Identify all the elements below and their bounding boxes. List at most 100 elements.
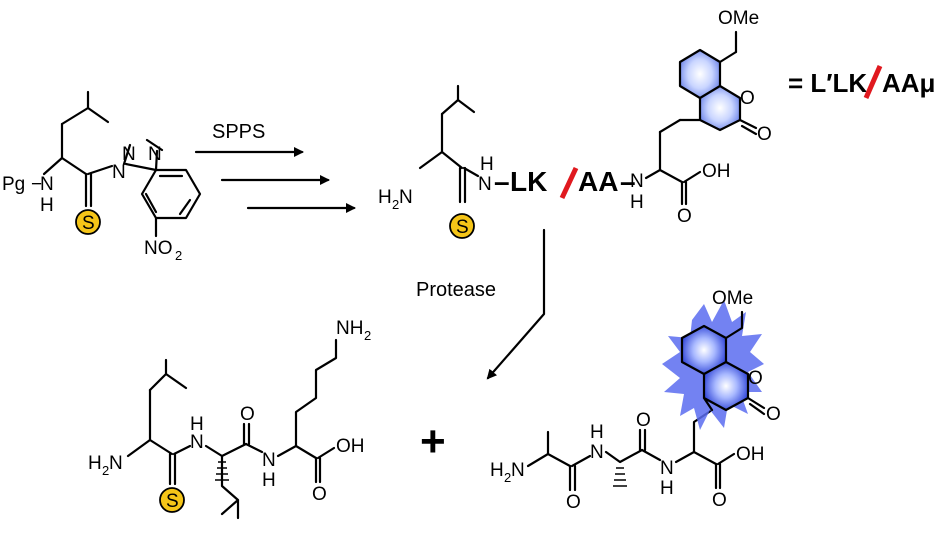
product1-lysine-chain <box>276 338 338 460</box>
equation-left: = L′LK <box>788 68 867 98</box>
reactant-sulfur-circle <box>75 209 101 235</box>
plus-sign: + <box>420 417 446 466</box>
intermediate-acid-o: O <box>677 206 692 227</box>
product2-nh2-n: N <box>660 458 674 479</box>
product2-carbonyl-o: O <box>766 404 781 425</box>
reactant-nh-h: H <box>40 195 54 216</box>
intermediate-carbonyl <box>738 118 758 136</box>
product2-amide-2 <box>640 448 662 462</box>
benzene-double-bonds <box>144 174 192 216</box>
intermediate-carbonyl-o: O <box>757 124 772 145</box>
triazole-n2: N <box>122 144 136 165</box>
product1-acid-oh: OH <box>336 436 365 457</box>
reactant-isobutyl <box>60 90 110 126</box>
product1-lys-amine-sub: 2 <box>364 328 371 343</box>
product2-amine-sub: 2 <box>504 470 511 485</box>
reactant-sulfur-label: S <box>82 213 95 234</box>
product2-acid-o: O <box>712 490 727 511</box>
intermediate-backbone <box>418 150 464 170</box>
product1-lys-amine: NH <box>336 318 363 339</box>
product2-carbonyl <box>746 396 766 416</box>
product2-amine-n: N <box>511 460 525 481</box>
product1-backbone <box>126 438 174 458</box>
triazole-n3: N <box>148 144 162 165</box>
product2-coumarin-alpha <box>674 408 718 466</box>
product2-nh-h: H <box>590 422 604 443</box>
product1-amine-h: H <box>88 453 102 474</box>
intermediate-coumarin-glow-a <box>680 50 720 98</box>
product2-carbonyl-2 <box>638 428 647 452</box>
cleavage-site-1 <box>559 166 579 200</box>
product1-nh-n: N <box>190 432 204 453</box>
intermediate-acid-bonds <box>680 170 702 206</box>
product1-nh-h: H <box>190 414 204 435</box>
product2-carbonyl-1 <box>568 454 592 492</box>
product2-methoxy-bond <box>724 310 744 340</box>
product2-nh-n: N <box>590 442 604 463</box>
product1-nh2-n: N <box>262 450 276 471</box>
product2-ala1 <box>526 430 572 468</box>
reactant-molecule: S Pg − N H N N N NO 2 <box>2 90 202 263</box>
product1-acid-bonds <box>314 446 336 484</box>
protease-arrow-path <box>486 228 546 380</box>
product1-amine-n: N <box>109 453 123 474</box>
sequence-left: LK <box>510 166 547 197</box>
product1-molecule: S H 2 N N H O N H OH O NH 2 <box>88 318 371 520</box>
intermediate-isobutyl <box>440 84 476 116</box>
intermediate-molecule: S H 2 N N H – LK AA – N H OH O OMe O O <box>378 8 772 239</box>
product2-ala2-wedge <box>613 467 627 487</box>
sequence-equation: = L′LK AAμ <box>788 64 935 100</box>
spps-label: SPPS <box>212 121 265 143</box>
product2-lactone-o: O <box>748 368 763 389</box>
product1-sulfur-label: S <box>166 491 179 512</box>
triazole-n1: N <box>112 162 126 183</box>
triazole-ring <box>122 138 164 172</box>
product2-acid-bonds <box>714 452 736 490</box>
product2-amine-h: H <box>490 460 504 481</box>
equation-right: AAμ <box>882 68 935 98</box>
intermediate-lactone-o: O <box>740 88 755 109</box>
sequence-right: AA <box>578 166 618 197</box>
intermediate-amine-h: H <box>378 187 392 208</box>
intermediate-nh-h: H <box>480 154 494 175</box>
intermediate-amine-n: N <box>399 187 413 208</box>
nitro-label: NO <box>144 238 173 259</box>
intermediate-methoxy-label: OMe <box>718 8 759 29</box>
intermediate-nh2-h: H <box>630 192 644 213</box>
intermediate-coumarin-alpha <box>644 130 684 184</box>
product2-methoxy-label: OMe <box>712 288 753 309</box>
intermediate-nh-n: N <box>478 174 492 195</box>
reactant-acyl-bond <box>86 164 114 176</box>
reactant-nh-n: N <box>40 174 54 195</box>
intermediate-amine-sub: 2 <box>392 197 399 212</box>
nitro-subscript: 2 <box>175 248 182 263</box>
reactant-thiocarbonyl <box>84 172 93 208</box>
product2-molecule: H 2 N O N H O N H OH O OMe O O <box>490 288 781 513</box>
product1-carbonyl <box>242 422 251 446</box>
intermediate-acid-oh: OH <box>702 161 731 182</box>
intermediate-amide-bond <box>462 166 480 178</box>
product1-leu2-backbone <box>204 442 248 458</box>
intermediate-nh2-n: N <box>630 171 644 192</box>
product2-coumarin-fill-a <box>682 326 726 374</box>
product2-acid-oh: OH <box>736 444 765 465</box>
product1-amide-2 <box>244 442 264 454</box>
product1-acid-o: O <box>312 484 327 505</box>
product1-nh2-h: H <box>262 470 276 491</box>
intermediate-methoxy-bond <box>718 50 738 64</box>
intermediate-sulfur-label: S <box>456 217 469 238</box>
intermediate-coumarin-link <box>658 118 682 134</box>
product1-thiocarbonyl <box>168 452 177 486</box>
reactant-dash: − <box>31 174 42 195</box>
intermediate-dash-1: – <box>494 166 510 197</box>
product2-o1: O <box>566 492 581 513</box>
protease-arrow: Protease <box>416 228 546 380</box>
intermediate-dash-2: – <box>620 166 636 197</box>
spps-arrows: SPPS <box>194 121 356 213</box>
intermediate-thiocarbonyl <box>458 166 467 204</box>
cleavage-site-2 <box>863 64 883 100</box>
product2-coumarin-fill-b <box>704 362 748 410</box>
product1-leu2-sidechain <box>220 454 240 520</box>
protease-label: Protease <box>416 279 496 301</box>
